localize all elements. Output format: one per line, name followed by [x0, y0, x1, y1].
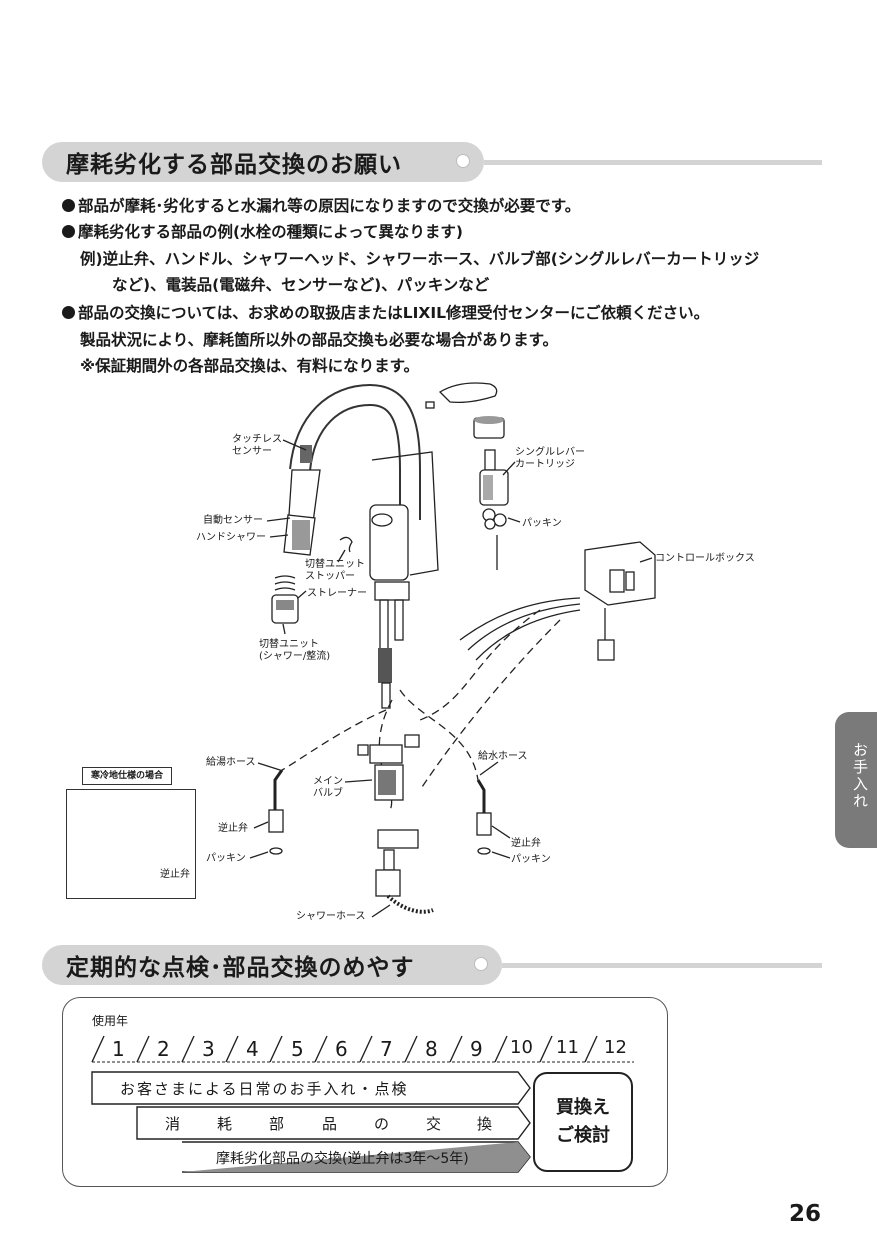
label-hand-shower: ハンドシャワー	[196, 532, 266, 543]
year-4: 4	[246, 1037, 259, 1061]
label-strainer: ストレーナー	[307, 588, 367, 599]
label-cold-region-check-valve: 逆止弁	[160, 869, 190, 880]
label-hot-water-hose: 給湯ホース	[206, 757, 256, 768]
year-1: 1	[112, 1037, 125, 1061]
bullet-3-sub-2: ※保証期間外の各部品交換は、有料になります。	[80, 357, 420, 375]
replacement-line-2: ご検討	[556, 1125, 610, 1146]
bullet-3-sub-1: 製品状況により、摩耗箇所以外の部品交換も必要な場合があります。	[80, 331, 559, 349]
section1-header: 摩耗劣化する部品交換のお願い	[42, 142, 484, 182]
section2-header: 定期的な点検･部品交換のめやす	[42, 945, 502, 985]
side-tab-label: お手入れ	[851, 742, 869, 810]
bullet-icon	[62, 199, 75, 212]
year-6: 6	[335, 1037, 348, 1061]
side-tab-care[interactable]: お手入れ	[835, 712, 877, 848]
year-7: 7	[380, 1037, 393, 1061]
header-dot-icon	[456, 154, 470, 168]
label-cold-water-hose: 給水ホース	[478, 751, 528, 762]
label-control-box: コントロールボックス	[655, 553, 755, 564]
year-9: 9	[470, 1037, 483, 1061]
label-auto-sensor: 自動センサー	[203, 515, 263, 526]
page-number: 26	[789, 1201, 822, 1227]
section2-title: 定期的な点検･部品交換のめやす	[66, 955, 415, 981]
cold-region-inset	[66, 789, 196, 899]
section1-rule	[484, 160, 822, 165]
year-11: 11	[556, 1037, 579, 1058]
year-label: 使用年	[92, 1014, 129, 1028]
year-2: 2	[157, 1037, 170, 1061]
cold-region-title: 寒冷地仕様の場合	[82, 767, 172, 785]
label-packing-left: パッキン	[206, 853, 246, 864]
example-line-1: 例)逆止弁、ハンドル、シャワーヘッド、シャワーホース、バルブ部(シングルレバーカ…	[80, 250, 760, 268]
bar-wear-parts: 摩耗劣化部品の交換(逆止弁は3年～5年)	[216, 1151, 469, 1167]
label-touchless-sensor: タッチレス センサー	[232, 434, 282, 457]
header-dot-icon	[474, 957, 488, 971]
label-lever-cartridge: シングルレバー カートリッジ	[515, 447, 585, 470]
label-switch-unit: 切替ユニット (シャワー/整流)	[259, 639, 331, 662]
replacement-line-1: 買換え	[556, 1097, 610, 1118]
label-check-valve-right: 逆止弁	[511, 838, 541, 849]
bar-daily-care: お客さまによる日常のお手入れ・点検	[120, 1080, 409, 1098]
bar3-shade	[182, 1142, 530, 1172]
label-switch-stopper: 切替ユニット ストッパー	[305, 559, 365, 582]
section2-rule	[502, 963, 822, 968]
label-packing-top: パッキン	[522, 518, 562, 529]
year-3: 3	[202, 1037, 215, 1061]
bullet-icon	[62, 225, 75, 238]
label-shower-hose: シャワーホース	[296, 911, 366, 922]
year-5: 5	[291, 1037, 304, 1061]
year-10: 10	[510, 1037, 533, 1058]
label-check-valve-left: 逆止弁	[218, 823, 248, 834]
bullet-1: 部品が摩耗･劣化すると水漏れ等の原因になりますので交換が必要です。	[62, 194, 580, 216]
bullet-3: 部品の交換については、お求めの取扱店またはLIXIL修理受付センターにご依頼くだ…	[62, 301, 709, 323]
label-main-valve: メイン バルブ	[313, 776, 343, 799]
replacement-box: 買換え ご検討	[533, 1072, 633, 1172]
label-packing-right: パッキン	[511, 854, 551, 865]
year-12: 12	[604, 1037, 627, 1058]
bullet-2: 摩耗劣化する部品の例(水栓の種類によって異なります)	[62, 220, 463, 242]
example-line-2: など)、電装品(電磁弁、センサーなど)、パッキンなど	[112, 276, 490, 294]
year-8: 8	[425, 1037, 438, 1061]
section1-title: 摩耗劣化する部品交換のお願い	[66, 152, 402, 178]
bullet-icon	[62, 306, 75, 319]
